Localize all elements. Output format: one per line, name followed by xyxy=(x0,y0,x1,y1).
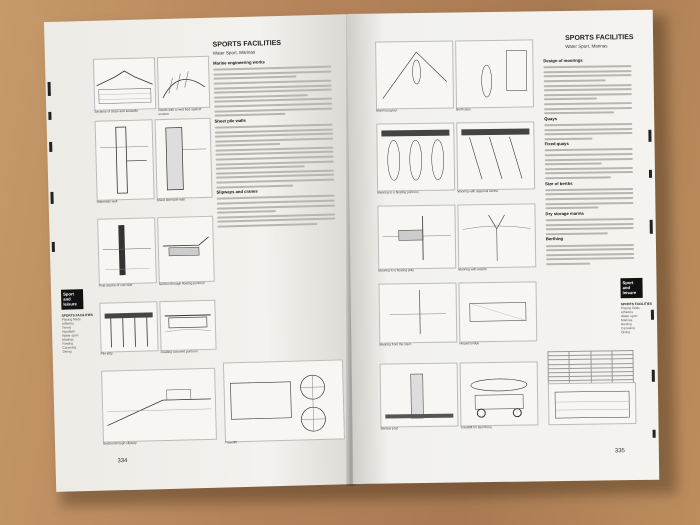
figure-travellift xyxy=(222,359,345,443)
right-section-5: Dry storage marina xyxy=(545,210,584,217)
left-section-1: Marine engineering works xyxy=(213,59,265,66)
right-section-6: Berthing xyxy=(545,236,564,242)
right-text-column: Design of moorings Quays Fixed quays Siz… xyxy=(543,56,635,268)
figure-floating-jetty xyxy=(157,215,215,284)
figure-bridge-hinge xyxy=(458,281,538,343)
caption-4: Sheet steel pile wall xyxy=(156,197,185,203)
caption-r10: Travellift for launching xyxy=(460,425,492,430)
caption-r4: Mooring with diagonal berths xyxy=(457,188,498,194)
caption-5: Post and tie of concrete xyxy=(98,282,133,288)
right-page: SPORTS FACILITIES Water Sport, Marinas M… xyxy=(346,9,660,484)
figure-boats-pontoon xyxy=(376,122,456,192)
open-book: SPORTS FACILITIES Water Sport, Marinas S… xyxy=(43,9,662,492)
figure-post-fixed xyxy=(97,217,157,285)
right-page-subheading: Water Sport, Marinas xyxy=(565,43,608,49)
caption-r3: Mooring to a floating pontoon xyxy=(377,190,419,195)
right-page-heading: SPORTS FACILITIES xyxy=(565,34,634,42)
figure-service-post xyxy=(379,362,459,428)
caption-6: Section through floating pontoon xyxy=(158,280,205,287)
caption-10: Travellift xyxy=(224,440,238,445)
figure-trolley xyxy=(459,361,539,427)
caption-r6: Mooring with weight xyxy=(458,267,487,272)
figure-diagonal-berths xyxy=(456,121,536,191)
caption-2: Reeds with a reed bed against erosion xyxy=(158,107,202,116)
right-section-3: Fixed quays xyxy=(544,141,569,147)
right-section-4: Size of berths xyxy=(545,180,573,186)
caption-7: Pile jetty xyxy=(100,351,113,356)
figure-sheet-pile xyxy=(94,119,155,201)
figure-mooring-layout xyxy=(375,40,455,110)
left-page-heading: SPORTS FACILITIES xyxy=(212,39,282,49)
left-page-subheading: Water Sport, Marinas xyxy=(212,49,256,56)
caption-1: Sections of slope and seawalls xyxy=(94,108,138,114)
caption-9: Section through slipway xyxy=(102,440,137,446)
left-section-2: Sheet pile walls xyxy=(214,117,246,124)
figure-dry-storage xyxy=(547,382,637,426)
caption-8: Floating concrete pontoon xyxy=(160,349,198,355)
caption-r5: Mooring to a floating jetty xyxy=(378,268,414,273)
caption-r7: Mooring from the stern xyxy=(379,342,412,347)
caption-r2: Berth plan xyxy=(456,107,471,112)
left-page: SPORTS FACILITIES Water Sport, Marinas S… xyxy=(43,14,363,492)
left-section-3: Slipways and cranes xyxy=(216,188,258,195)
figure-pile-jetty xyxy=(99,301,159,353)
caption-3: Waterside wall xyxy=(96,199,118,204)
figure-mooring-stern xyxy=(378,282,458,344)
figure-harbour-wall xyxy=(92,57,157,111)
figure-slipway xyxy=(101,367,217,443)
right-section-tab: Sport and leisure xyxy=(620,277,643,299)
right-section-2: Quays xyxy=(544,115,558,121)
right-section-1: Design of moorings xyxy=(543,57,583,64)
caption-r8: Hinged bridge xyxy=(459,341,480,346)
left-page-number: 334 xyxy=(117,458,128,465)
left-text-column: Marine engineering works Sheet pile wall… xyxy=(213,57,336,231)
figure-concrete-wall xyxy=(154,117,213,200)
caption-r9: Service post xyxy=(380,426,399,431)
caption-r1: Mooring layout xyxy=(376,108,398,113)
left-section-tab: Sport and leisure xyxy=(60,289,84,310)
figure-floating-pontoon xyxy=(159,299,217,352)
figure-mooring-weight xyxy=(457,203,537,269)
right-page-number: 335 xyxy=(614,448,625,455)
dry-storage-table xyxy=(547,350,634,386)
figure-berth-plan xyxy=(455,39,535,109)
figure-reed-wall xyxy=(156,55,211,110)
figure-floating-jetty-section xyxy=(377,204,457,270)
